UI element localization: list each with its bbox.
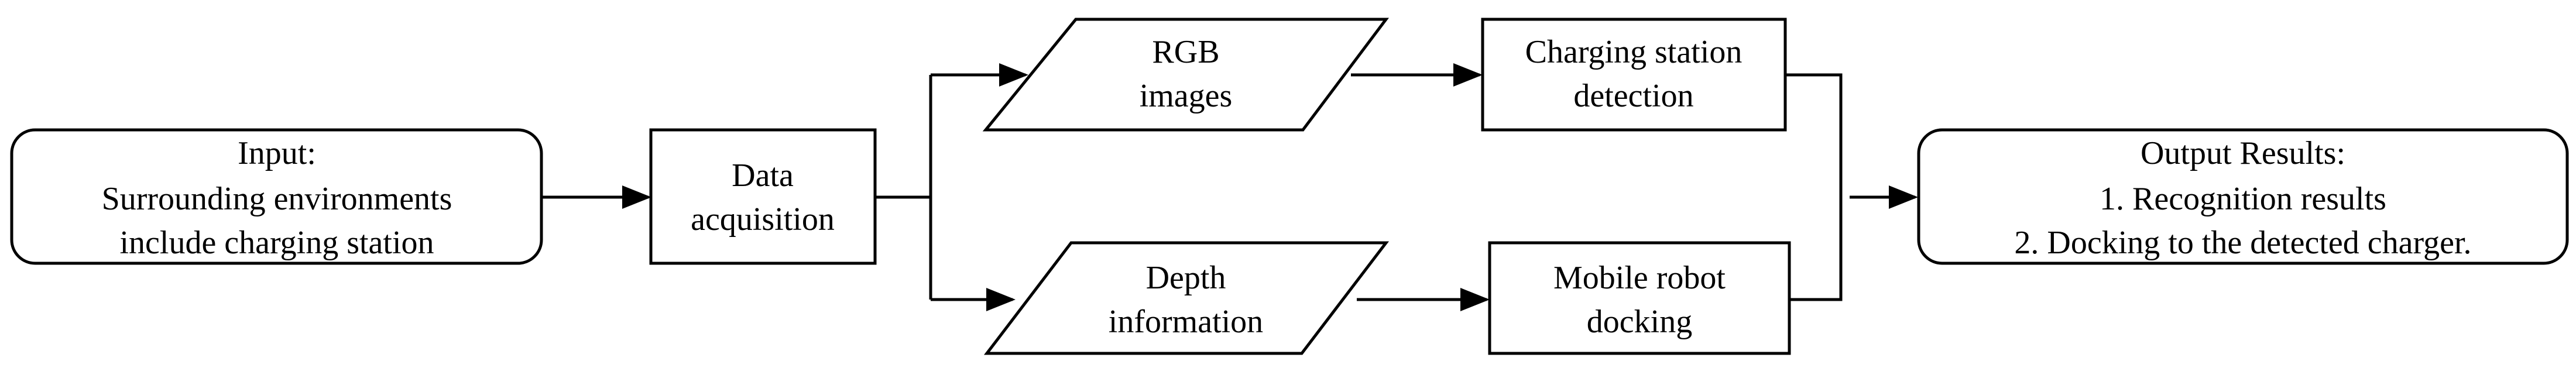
acquisition-line-2: acquisition <box>691 201 835 238</box>
split-connector <box>875 75 932 199</box>
rgb-line-2: images <box>1140 78 1233 114</box>
output-node: Output Results: 1. Recognition results 2… <box>1917 128 2569 265</box>
output-line-3: 2. Docking to the detected charger. <box>2014 225 2471 261</box>
input-line-2: Surrounding environments <box>102 181 452 217</box>
rgb-line-1: RGB <box>1152 34 1219 70</box>
detection-line-2: detection <box>1573 78 1693 114</box>
input-node: Input: Surrounding environments include … <box>10 128 543 265</box>
depth-line-2: information <box>1109 304 1263 340</box>
docking-line-1: Mobile robot <box>1553 260 1726 296</box>
rgb-images-node: RGB images <box>982 18 1390 132</box>
output-line-1: Output Results: <box>2141 135 2345 171</box>
data-acquisition-node: Data acquisition <box>649 128 877 265</box>
charging-station-detection-node: Charging station detection <box>1481 18 1787 132</box>
acquisition-line-1: Data <box>732 157 794 194</box>
input-line-1: Input: <box>238 135 316 171</box>
input-line-3: include charging station <box>119 225 434 261</box>
mobile-robot-docking-node: Mobile robot docking <box>1488 241 1791 355</box>
depth-information-node: Depth information <box>983 241 1390 355</box>
depth-line-1: Depth <box>1146 260 1226 296</box>
docking-line-2: docking <box>1587 304 1692 340</box>
detection-line-1: Charging station <box>1525 34 1743 70</box>
merge-connector-top <box>1785 73 1843 301</box>
connectors <box>541 63 1918 311</box>
output-line-2: 1. Recognition results <box>2100 181 2386 217</box>
